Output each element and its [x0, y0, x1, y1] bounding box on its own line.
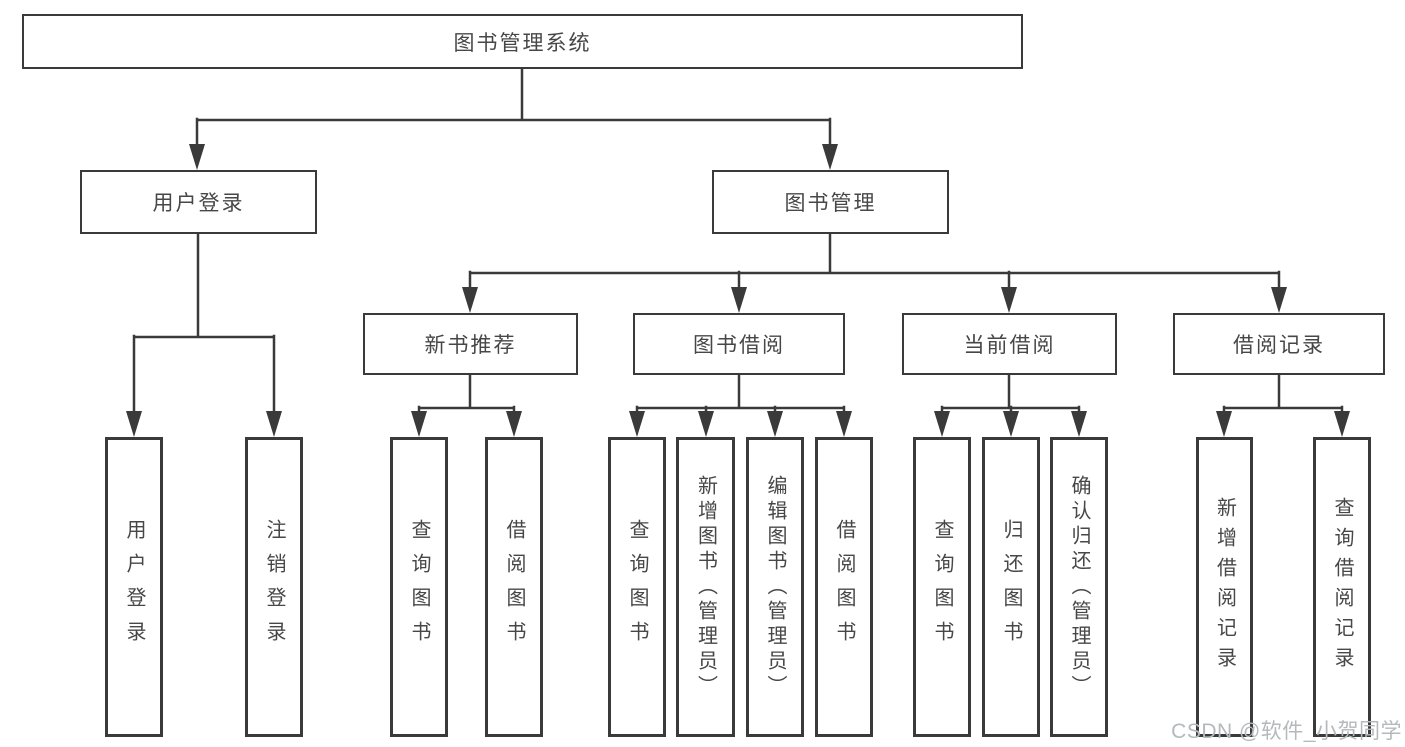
- leaf-query-books-recommend: 查询图书: [390, 437, 448, 737]
- node-new-book-recommendation: 新书推荐: [363, 313, 578, 375]
- leaf-borrow-books-borrowing: 借阅图书: [815, 437, 873, 737]
- leaf-edit-books-admin: 编辑图书（管理员）: [746, 437, 804, 737]
- leaf-add-books-admin: 新增图书（管理员）: [676, 437, 735, 737]
- node-borrowing-records: 借阅记录: [1173, 313, 1385, 375]
- leaf-return-books: 归还图书: [982, 437, 1040, 737]
- leaf-add-borrow-record: 新增借阅记录: [1196, 437, 1253, 737]
- csdn-watermark: CSDN @软件_小贺同学: [1171, 720, 1402, 743]
- leaf-user-login: 用户登录: [105, 437, 163, 737]
- leaf-logout: 注销登录: [245, 437, 303, 737]
- node-book-borrowing: 图书借阅: [633, 313, 845, 375]
- leaf-confirm-return-admin: 确认归还（管理员）: [1050, 437, 1108, 737]
- node-library-management-system: 图书管理系统: [22, 14, 1023, 69]
- node-book-management: 图书管理: [712, 170, 949, 234]
- leaf-query-books-borrowing: 查询图书: [608, 437, 666, 737]
- leaf-query-books-current: 查询图书: [913, 437, 971, 737]
- node-user-login: 用户登录: [80, 170, 317, 234]
- leaf-query-borrow-record: 查询借阅记录: [1313, 437, 1371, 737]
- node-current-borrowing: 当前借阅: [902, 313, 1117, 375]
- leaf-borrow-books-recommend: 借阅图书: [485, 437, 543, 737]
